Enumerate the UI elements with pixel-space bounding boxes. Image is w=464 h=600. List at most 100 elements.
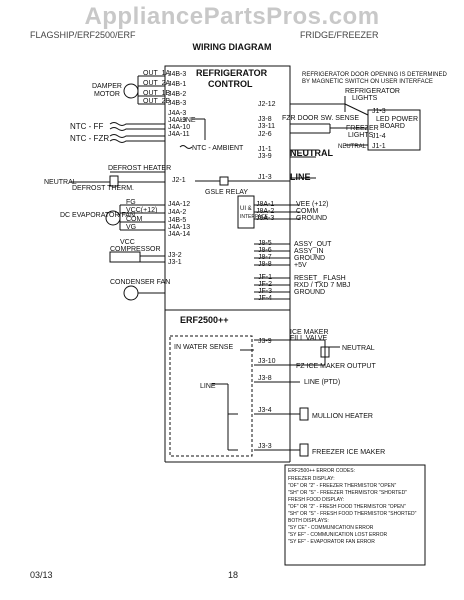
footer-date: 03/13	[30, 570, 53, 580]
pin: J8A-3	[256, 215, 274, 222]
ui-label-2: INTERFACE	[240, 214, 269, 220]
led-board-1: LED POWER	[376, 116, 418, 123]
pin: J3-3	[258, 443, 272, 450]
pin: J4B-3	[168, 100, 186, 107]
ice-fill-label-1: ICE MAKER	[290, 329, 329, 336]
error-code-line: "SH" OR "S" - FREEZER THERMISTOR "SHORTE…	[288, 490, 407, 496]
com-label: COM	[126, 216, 143, 223]
gsle-relay-label: GSLE RELAY	[205, 189, 248, 196]
vcc-label: VCC(+12)	[126, 207, 157, 214]
freezer-lights-2: LIGHTS	[348, 132, 374, 139]
jf-ground-label: GROUND	[294, 289, 325, 296]
pin: J4A-12	[168, 201, 190, 208]
fg-label: FG	[126, 199, 136, 206]
line-big: LINE	[290, 172, 311, 182]
error-code-line: "SY EF" - COMMUNICATION LOST ERROR	[288, 532, 388, 538]
pin: J3-9	[258, 338, 272, 345]
pin: JF-4	[258, 295, 272, 302]
j13-label: J1-3	[372, 108, 386, 115]
pin: J8-7	[258, 254, 272, 261]
condenser-fan-label: CONDENSER FAN	[110, 279, 170, 286]
neutral-label: NEUTRAL	[44, 179, 77, 186]
footer-page: 18	[228, 570, 239, 580]
pin: J4A-3	[168, 110, 186, 117]
diagram-title: WIRING DIAGRAM	[192, 42, 272, 52]
watermark: AppliancePartsPros.com	[84, 3, 380, 30]
error-code-line: BOTH DISPLAYS:	[288, 518, 329, 524]
header-left: FLAGSHIP/ERF2500/ERF	[30, 30, 136, 40]
error-code-line: "SH" OR "S" - FRESH FOOD THERMISTOR "SHO…	[288, 511, 417, 517]
pin: J4A-13	[168, 224, 190, 231]
vg-label: VG	[126, 224, 136, 231]
freezer-ice-maker-label: FREEZER ICE MAKER	[312, 449, 385, 456]
fridge-lights-1: REFRIGERATOR	[345, 88, 400, 95]
pin: J8-5	[258, 240, 272, 247]
pin: J4A-14	[168, 231, 190, 238]
ntc-ambient-label: NTC - AMBIENT	[192, 145, 244, 152]
led-board-2: BOARD	[380, 123, 405, 130]
ground-label: GROUND	[296, 215, 327, 222]
condenser-fan-symbol	[123, 285, 139, 301]
pin: J3-1	[168, 259, 182, 266]
pin: J3-8	[258, 375, 272, 382]
door-note-1: REFRIGERATOR DOOR OPENING IS DETERMINED	[302, 72, 447, 78]
mullion-heater-label: MULLION HEATER	[312, 413, 373, 420]
error-code-line: FRESH FOOD DISPLAY:	[288, 497, 344, 503]
damper-label-1: DAMPER	[92, 83, 122, 90]
pin: J3-4	[258, 407, 272, 414]
pin: OUT_1B	[143, 90, 171, 97]
pin: J4B-2	[168, 91, 186, 98]
pin: J8A-1	[256, 201, 274, 208]
j8-ground-label: GROUND	[294, 255, 325, 262]
ntc-ff-label: NTC - FF	[70, 122, 103, 131]
door-note-2: BY MAGNETIC SWITCH ON USER INTERFACE	[302, 79, 433, 85]
ice-fill-label-2: FILL VALVE	[290, 335, 328, 342]
fzr-door-sense: FZR DOOR SW. SENSE	[282, 115, 359, 122]
control-board	[164, 65, 291, 311]
error-codes-heading: ERF2500++ ERROR CODES:	[288, 468, 355, 474]
pin: J2-6	[258, 131, 272, 138]
vcc-comp-label-1: VCC	[120, 239, 135, 246]
pin: J4A-10	[168, 124, 190, 131]
pin: J8-6	[258, 247, 272, 254]
neutral-small: NEUTRAL	[338, 144, 367, 150]
pin: J2-12	[258, 101, 276, 108]
damper-motor-symbol	[123, 83, 139, 99]
header-right: FRIDGE/FREEZER	[300, 30, 379, 40]
pin: J2-1	[172, 177, 186, 184]
plus5v-label: +5V	[294, 262, 307, 269]
pin: JF-1	[258, 274, 272, 281]
pin: JF-3	[258, 288, 272, 295]
pin: J1-1	[258, 146, 272, 153]
line-lower-label: LINE	[200, 383, 216, 390]
control-model: ERF2500++	[180, 315, 229, 325]
assy-out-label: ASSY_OUT	[294, 241, 332, 248]
fz-ice-output-label: FZ ICE MAKER OUTPUT	[296, 363, 376, 370]
error-code-line: FREEZER DISPLAY:	[288, 476, 335, 482]
pin: OUT_2B	[143, 98, 171, 105]
pin: J3-9	[258, 153, 272, 160]
pin: J4A-9	[168, 117, 186, 124]
line-label: LINE	[180, 117, 196, 124]
control-title-2: CONTROL	[208, 79, 253, 89]
pin: J3-8	[258, 116, 272, 123]
ice-neutral-label: NEUTRAL	[342, 345, 375, 352]
pin: J8-8	[258, 261, 272, 268]
water-sense-label: IN WATER SENSE	[174, 344, 233, 351]
freezer-lights-1: FREEZER	[346, 125, 379, 132]
pin: J4B-5	[168, 217, 186, 224]
pin: J1-3	[258, 174, 272, 181]
pin: J4A-11	[168, 131, 190, 138]
comm-label: COMM	[296, 208, 318, 215]
defrost-therm-label: DEFROST THERM.	[72, 185, 134, 192]
pin: J3-2	[168, 252, 182, 259]
assy-in-label: ASSY_IN	[294, 248, 324, 255]
error-code-line: "SY CE" - COMMUNICATION ERROR	[288, 525, 374, 531]
pin: J4B-3	[168, 71, 186, 78]
pin: J8A-2	[256, 208, 274, 215]
control-title-1: REFRIGERATOR	[196, 68, 268, 78]
error-code-line: "OF" OR "2" - FRESH FOOD THERMISTOR "OPE…	[288, 504, 406, 510]
vee-label: VEE (+12)	[296, 201, 329, 208]
damper-label-2: MOTOR	[94, 91, 120, 98]
